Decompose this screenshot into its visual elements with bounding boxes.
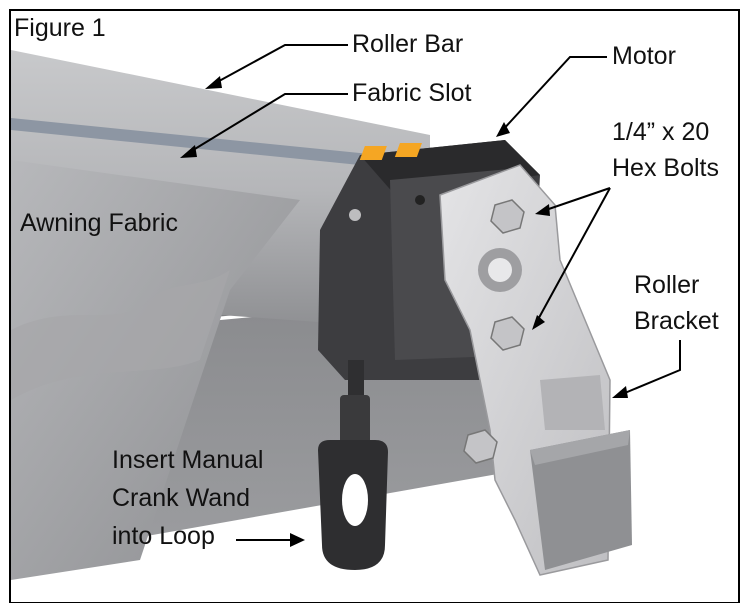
leader-lines <box>184 44 681 541</box>
awning-fabric <box>11 160 300 580</box>
label-hex-bolts-1: 1/4” x 20 <box>612 118 710 146</box>
hex-bolt-2 <box>490 316 525 351</box>
label-fabric-slot: Fabric Slot <box>352 79 472 107</box>
label-awning-fabric: Awning Fabric <box>20 209 178 237</box>
figure-title: Figure 1 <box>14 14 106 42</box>
leader-arrowheads <box>180 76 628 547</box>
label-roller-bracket-2: Bracket <box>634 307 719 335</box>
end-cap <box>530 430 632 570</box>
label-hex-bolts-2: Hex Bolts <box>612 154 719 182</box>
fabric-slot <box>11 118 430 172</box>
motor-accent-2 <box>394 143 422 157</box>
label-roller-bar: Roller Bar <box>352 30 464 58</box>
label-crank-3: into Loop <box>112 522 215 550</box>
hex-bolt-1 <box>490 199 525 234</box>
crank-loop-hole <box>342 474 368 526</box>
label-roller-bracket-1: Roller <box>634 271 700 299</box>
label-crank-2: Crank Wand <box>112 484 251 512</box>
crank-stem <box>348 360 364 400</box>
hex-bolt-3 <box>463 429 498 464</box>
label-motor: Motor <box>612 42 676 70</box>
label-crank-1: Insert Manual <box>112 446 264 474</box>
motor-accent-1 <box>359 146 387 160</box>
